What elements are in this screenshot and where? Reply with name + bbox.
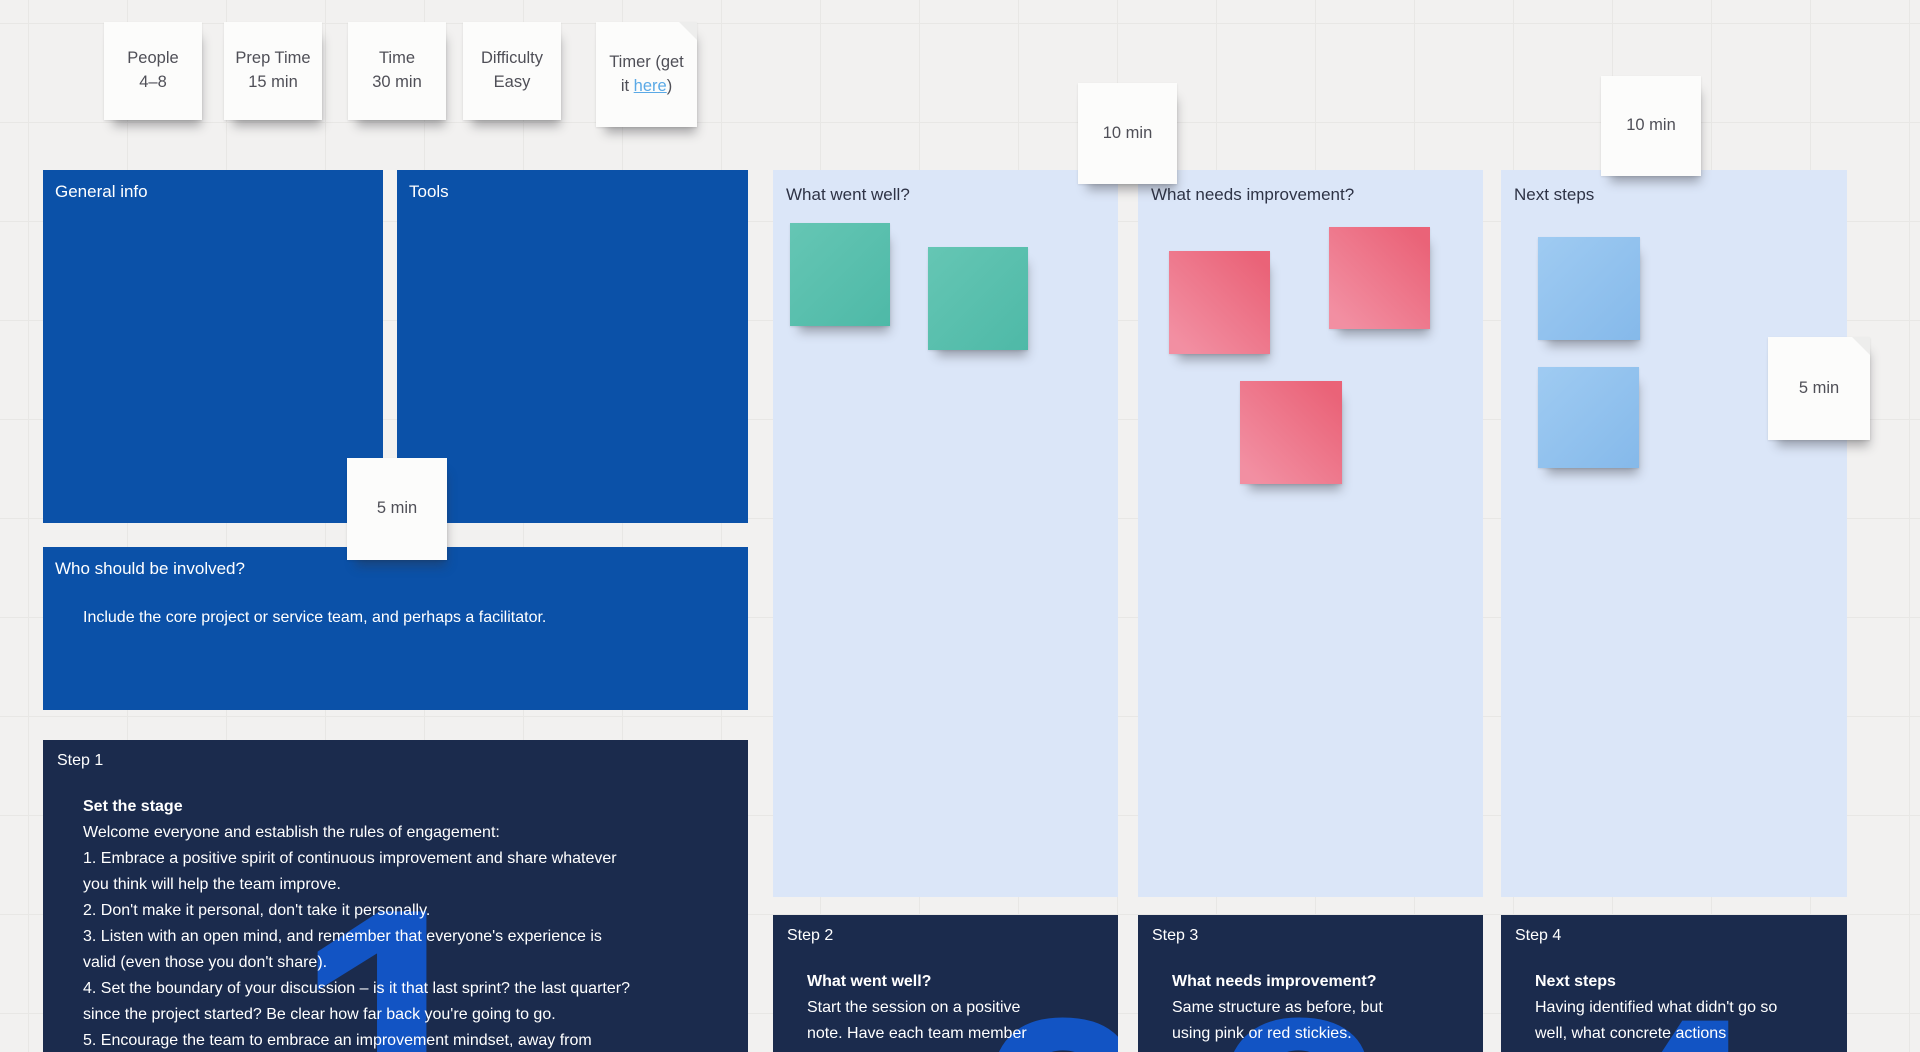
sticky-note-blue[interactable] [1538, 237, 1640, 340]
step-label: Step 3 [1152, 927, 1199, 944]
timer-here-link[interactable]: here [633, 76, 667, 95]
column-title: What went well? [786, 185, 910, 204]
column-title: What needs improvement? [1151, 185, 1355, 204]
panel-title: General info [55, 182, 148, 201]
sticky-note-people[interactable]: People 4–8 [104, 22, 202, 120]
panel-step-3[interactable]: 3 Step 3 What needs improvement? Same st… [1138, 915, 1483, 1052]
note-line: 4–8 [139, 73, 167, 91]
step-heading: Next steps [1535, 973, 1616, 990]
note-line: 15 min [248, 73, 298, 91]
step-intro: Welcome everyone and establish the rules… [83, 824, 500, 841]
sticky-note-pink[interactable] [1329, 227, 1430, 329]
sticky-note-blue[interactable] [1538, 367, 1639, 468]
sticky-note-teal[interactable] [928, 247, 1028, 350]
note-line: People [127, 49, 179, 68]
sticky-note-timer-5min[interactable]: 5 min [1768, 337, 1870, 440]
sticky-note-pink[interactable] [1169, 251, 1270, 354]
step-heading: What needs improvement? [1172, 973, 1377, 990]
step-body-text: Same structure as before, but using pink… [1172, 999, 1383, 1042]
step-label: Step 4 [1515, 927, 1562, 944]
step-number-watermark: 1 [293, 834, 494, 1052]
sticky-note-pink[interactable] [1240, 381, 1342, 484]
timer-text: Timer (get it [609, 52, 684, 95]
step-rule-item: 4. Set the boundary of your discussion –… [83, 980, 630, 1023]
note-line: Easy [493, 73, 531, 91]
step-label: Step 2 [787, 927, 834, 944]
sticky-note-timer-10min[interactable]: 10 min [1601, 76, 1701, 176]
sticky-note-difficulty[interactable]: Difficulty Easy [463, 22, 561, 120]
step-number-watermark: 3 [1217, 973, 1384, 1052]
panel-step-4[interactable]: 4 Step 4 Next steps Having identified wh… [1501, 915, 1847, 1052]
panel-body-text: Include the core project or service team… [83, 609, 547, 626]
sticky-note-timer-5min[interactable]: 5 min [347, 458, 447, 560]
note-line: 30 min [372, 73, 422, 91]
sticky-note-timer[interactable]: Timer (get it here) [596, 22, 697, 127]
sticky-note-prep-time[interactable]: Prep Time 15 min [224, 22, 322, 120]
note-line: Prep Time [235, 49, 311, 68]
timer-label: 5 min [1798, 378, 1840, 397]
panel-title: Who should be involved? [55, 559, 245, 578]
step-rule-item: 3. Listen with an open mind, and remembe… [83, 928, 602, 971]
note-line: Difficulty [480, 49, 544, 68]
step-number-watermark: 4 [1591, 973, 1758, 1052]
step-body-text: Start the session on a positive note. Ha… [807, 999, 1027, 1042]
panel-title: Tools [409, 182, 449, 201]
timer-text: ) [666, 76, 673, 95]
step-label: Step 1 [57, 752, 104, 769]
panel-who-should-be-involved[interactable]: Who should be involved? Include the core… [43, 547, 748, 710]
step-number-watermark: 2 [980, 973, 1118, 1052]
panel-general-info[interactable]: General info [43, 170, 383, 523]
sticky-note-teal[interactable] [790, 223, 890, 326]
step-heading: What went well? [807, 973, 932, 990]
sticky-note-time[interactable]: Time 30 min [348, 22, 446, 120]
timer-label: 10 min [1626, 116, 1676, 135]
panel-step-1[interactable]: 1 Step 1 Set the stage Welcome everyone … [43, 740, 748, 1052]
step-heading: Set the stage [83, 798, 183, 815]
timer-label: 5 min [376, 499, 418, 518]
note-line: Time [378, 49, 416, 68]
column-title: Next steps [1514, 185, 1595, 204]
panel-step-2[interactable]: 2 Step 2 What went well? Start the sessi… [773, 915, 1118, 1052]
sticky-note-timer-10min[interactable]: 10 min [1078, 83, 1177, 184]
step-body-text: Having identified what didn't go so well… [1535, 999, 1778, 1042]
step-rule-item: 2. Don't make it personal, don't take it… [83, 902, 431, 919]
timer-label: 10 min [1102, 123, 1153, 142]
step-rule-item: 5. Encourage the team to embrace an impr… [83, 1032, 592, 1049]
step-rule-item: 1. Embrace a positive spirit of continuo… [83, 850, 617, 893]
panel-tools[interactable]: Tools [397, 170, 748, 523]
